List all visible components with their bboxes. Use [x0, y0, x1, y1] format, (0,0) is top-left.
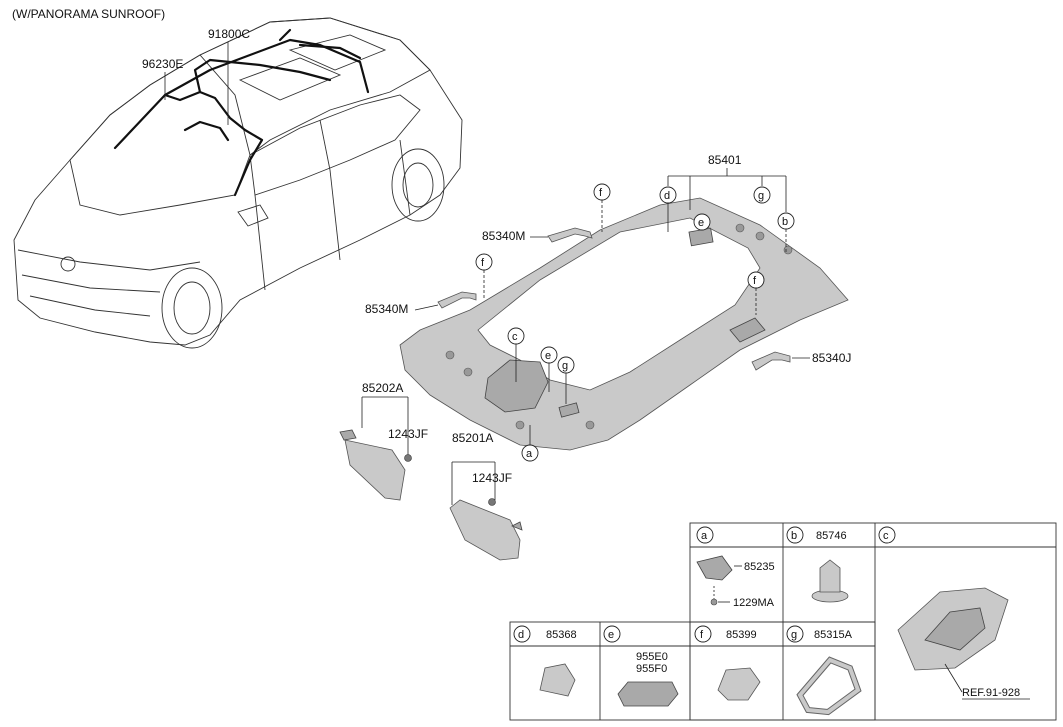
svg-text:b: b — [782, 216, 788, 228]
sun-visor-right — [449, 498, 523, 561]
part-85746: 85746 — [816, 530, 847, 542]
callout-85401: 85401 — [708, 153, 742, 167]
part-85368: 85368 — [546, 629, 577, 641]
assist-handle-rear — [547, 227, 593, 243]
callout-91800C: 91800C — [208, 27, 250, 41]
part-1229MA: 1229MA — [733, 597, 775, 609]
svg-text:f: f — [599, 187, 603, 199]
callout-1243JF-right: 1243JF — [472, 471, 512, 485]
callout-85201A: 85201A — [452, 431, 493, 445]
ref-letter-b: b — [777, 212, 795, 230]
svg-text:c: c — [512, 331, 518, 343]
callout-85202A: 85202A — [362, 381, 403, 395]
ref-letter-f-right: f — [747, 271, 765, 289]
assist-handle-right — [751, 351, 791, 371]
svg-text:e: e — [608, 629, 614, 641]
car-illustration — [13, 17, 463, 349]
legend-cell-e: e 955E0 955F0 — [603, 625, 679, 707]
svg-text:e: e — [545, 350, 551, 362]
callout-96230E: 96230E — [142, 57, 183, 71]
callout-85340J: 85340J — [812, 351, 851, 365]
legend-cell-c: c REF.91-928 — [878, 526, 1030, 700]
svg-text:e: e — [698, 217, 704, 229]
legend-cell-g: g 85315A — [786, 625, 862, 716]
svg-text:f: f — [481, 257, 485, 269]
svg-text:c: c — [883, 530, 889, 542]
callout-1243JF-left: 1243JF — [388, 427, 428, 441]
part-955E0: 955E0 — [636, 651, 668, 663]
ref-letter-g-bottom: g — [557, 356, 575, 374]
ref-letter-d: d — [659, 186, 677, 204]
svg-text:g: g — [758, 190, 764, 202]
svg-text:b: b — [791, 530, 797, 542]
callout-85340M-front: 85340M — [365, 302, 408, 316]
legend-cell-f: f 85399 — [694, 625, 761, 701]
svg-text:d: d — [664, 190, 670, 202]
ref-91-928: REF.91-928 — [962, 687, 1020, 699]
part-85315A: 85315A — [814, 629, 853, 641]
ref-letter-f-left: f — [475, 253, 493, 271]
ref-letter-c: c — [507, 327, 525, 345]
svg-text:a: a — [701, 530, 708, 542]
ref-letter-g-top: g — [753, 186, 771, 204]
part-85235: 85235 — [744, 561, 775, 573]
svg-text:g: g — [791, 629, 797, 641]
ref-letter-e-top: e — [693, 213, 711, 231]
legend-cell-b: b 85746 — [786, 526, 849, 603]
svg-text:d: d — [518, 629, 524, 641]
svg-text:f: f — [700, 629, 704, 641]
legend-cell-a: a 85235 1229MA — [696, 526, 775, 609]
sun-visor-left — [339, 429, 412, 501]
assist-handle-front — [437, 291, 477, 309]
legend-cell-d: d 85368 — [513, 625, 577, 697]
part-955F0: 955F0 — [636, 663, 667, 675]
diagram-title: (W/PANORAMA SUNROOF) — [12, 7, 165, 21]
parts-legend-table — [509, 522, 1057, 721]
svg-text:a: a — [526, 448, 533, 460]
part-85399: 85399 — [726, 629, 757, 641]
ref-letter-e-bottom: e — [540, 346, 558, 364]
ref-letter-a: a — [521, 444, 539, 462]
svg-text:g: g — [562, 360, 568, 372]
headlining-panel — [399, 197, 849, 451]
ref-letter-f-top: f — [593, 183, 611, 201]
callout-85340M-rear: 85340M — [482, 229, 525, 243]
svg-text:f: f — [753, 275, 757, 287]
